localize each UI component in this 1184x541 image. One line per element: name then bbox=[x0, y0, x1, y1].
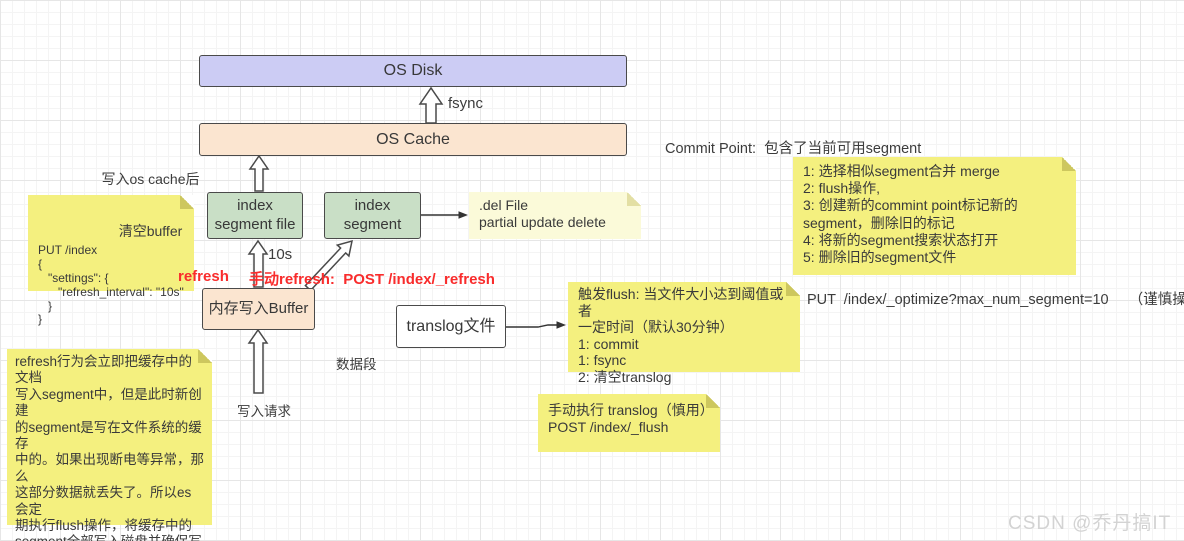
index-segment-line1: index bbox=[354, 196, 391, 214]
note-line: 4: 将新的segment搜索状态打开 bbox=[803, 231, 999, 248]
note-line: 1: commit bbox=[578, 335, 639, 352]
manual-refresh-red-label: 手动refresh: POST /index/_refresh bbox=[249, 271, 495, 288]
note-line: 2: 清空translog bbox=[578, 368, 672, 385]
folded-corner-icon bbox=[198, 349, 212, 363]
translog-label: translog文件 bbox=[406, 317, 496, 335]
folded-corner-icon bbox=[180, 195, 194, 209]
note-line: 的segment是写在文件系统的缓存 bbox=[15, 419, 202, 452]
segmentfile-to-oscache-arrow bbox=[248, 154, 270, 192]
fsync-label: fsync bbox=[448, 95, 484, 112]
note-line: 触发flush: 当文件大小达到阈值或者 bbox=[578, 286, 784, 319]
note-line: 2: flush操作, bbox=[803, 180, 881, 197]
data-segment-label: 数据段 bbox=[336, 357, 377, 372]
note-line: PUT /index bbox=[38, 243, 98, 258]
write-os-cache-line2: 清空buffer bbox=[118, 223, 183, 239]
index-segment-file-line2: segment file bbox=[214, 215, 296, 233]
note-line: 手动执行 translog（慎用） bbox=[548, 402, 714, 418]
note-line: 1: 选择相似segment合并 merge bbox=[803, 163, 1000, 179]
folded-corner-icon bbox=[627, 192, 641, 206]
index-segment-box: index segment bbox=[324, 192, 421, 239]
note-line: } bbox=[38, 298, 53, 313]
index-segment-file-line1: index bbox=[237, 196, 273, 214]
note-line: "settings": { bbox=[38, 270, 109, 285]
note-line: "refresh_interval": "10s" bbox=[38, 284, 184, 299]
note-line: 5: 删除旧的segment文件 bbox=[803, 249, 957, 266]
note-line: segment全部写入磁盘并确保写入 bbox=[15, 534, 204, 541]
note-line: refresh行为会立即把缓存中的文档 bbox=[15, 354, 193, 386]
note-line: .del File bbox=[479, 197, 529, 213]
os-disk-label: OS Disk bbox=[383, 62, 443, 79]
folded-corner-icon bbox=[786, 282, 800, 296]
index-segment-line2: segment bbox=[343, 215, 402, 233]
note-line: 3: 创建新的commint point标记新的 bbox=[803, 197, 1018, 214]
manual-flush-note: 手动执行 translog（慎用）POST /index/_flush bbox=[538, 394, 720, 452]
note-line: 这部分数据就丢失了。所以es会定 bbox=[15, 485, 192, 517]
folded-corner-icon bbox=[1062, 157, 1076, 171]
os-cache-box: OS Cache bbox=[199, 123, 627, 156]
optimize-command-label: PUT /index/_optimize?max_num_segment=10 … bbox=[807, 292, 1184, 308]
note-line: 写入segment中，但是此时新创建 bbox=[15, 386, 202, 419]
note-line: 中的。如果出现断电等异常，那么 bbox=[15, 452, 204, 484]
note-line: 1: fsync bbox=[578, 352, 627, 368]
index-segment-label: index segment bbox=[344, 197, 402, 235]
fsync-arrow bbox=[418, 86, 444, 124]
memory-buffer-label: 内存写入Buffer bbox=[208, 299, 309, 317]
note-line: { bbox=[38, 257, 43, 272]
segment-to-delfile-arrowhead bbox=[458, 211, 468, 219]
note-line: 期执行flush操作，将缓存中的 bbox=[15, 518, 193, 534]
os-cache-label: OS Cache bbox=[376, 130, 450, 148]
write-request-arrow bbox=[247, 328, 269, 394]
refresh-red-label: refresh bbox=[178, 268, 229, 285]
note-line: } bbox=[38, 312, 43, 327]
memory-buffer-box: 内存写入Buffer bbox=[202, 288, 315, 330]
put-index-note: PUT /index{ "settings": { "refresh_inter… bbox=[28, 195, 194, 326]
note-line: 一定时间（默认30分钟） bbox=[578, 319, 734, 335]
refresh-explain-note: refresh行为会立即把缓存中的文档写入segment中，但是此时新创建的se… bbox=[7, 349, 212, 541]
note-line: POST /index/_flush bbox=[548, 418, 669, 435]
note-line: segment，删除旧的标记 bbox=[803, 214, 955, 231]
ten-seconds-label: 10s bbox=[268, 246, 293, 263]
translog-to-flushnote-arrowhead bbox=[556, 321, 566, 329]
write-os-cache-line1: 写入os cache后 bbox=[101, 171, 200, 187]
os-disk-box: OS Disk bbox=[199, 55, 627, 87]
commit-point-label: Commit Point: 包含了当前可用segment bbox=[665, 141, 922, 157]
csdn-watermark: CSDN @乔丹搞IT bbox=[1008, 513, 1172, 534]
index-segment-file-box: index segment file bbox=[207, 192, 303, 239]
index-segment-file-label: index segment file bbox=[215, 197, 296, 235]
translog-to-flushnote-arrow bbox=[506, 324, 557, 328]
trigger-flush-note: 触发flush: 当文件大小达到阈值或者一定时间（默认30分钟）1: commi… bbox=[568, 282, 800, 385]
note-line: partial update delete bbox=[479, 213, 606, 230]
write-request-label: 写入请求 bbox=[237, 404, 291, 419]
write-os-cache-label: 写入os cache后 清空buffer bbox=[98, 137, 203, 273]
folded-corner-icon bbox=[706, 394, 720, 408]
translog-box: translog文件 bbox=[396, 305, 506, 348]
